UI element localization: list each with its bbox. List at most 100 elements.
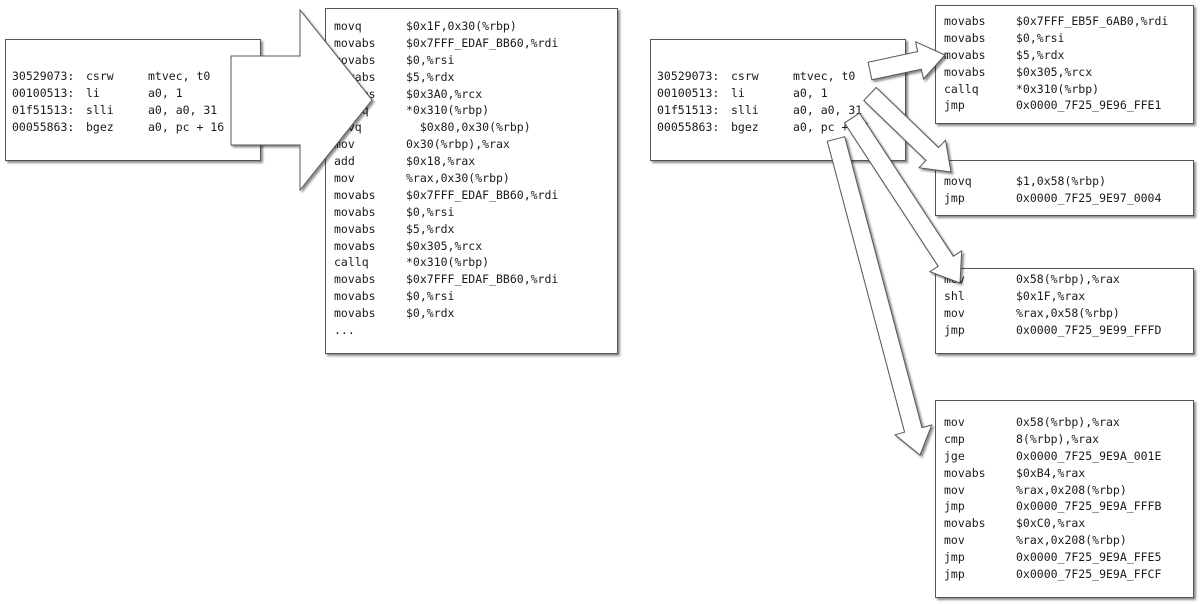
separator: : [712,120,720,134]
code-line: mov%rax,0x208(%rbp) [944,482,1185,499]
code-line: shl$0x1F,%rax [944,288,1185,305]
separator: : [712,103,720,117]
operands: mtvec, t0 [148,69,211,83]
mnemonic: jmp [944,322,965,337]
code-line: mov%rax,0x208(%rbp) [944,532,1185,549]
mnemonic: csrw [731,69,759,83]
mnemonic: mov [944,415,965,429]
operands: 0x0000_7F25_9E99_FFFD [1016,322,1162,337]
operands: %rax,0x30(%rbp) [406,171,510,186]
mnemonic: callq [334,255,369,270]
operands: 0x58(%rbp),%rax [1016,415,1120,429]
operands: $0,%rsi [406,289,455,304]
operands: a0, a0, 31 [793,103,863,117]
operands: %rax,0x208(%rbp) [1016,533,1127,548]
operands: %rax,0x208(%rbp) [1016,482,1127,497]
code-line: movabs$5,%rdx [944,47,1185,64]
operands: a0, pc + 16 [148,120,225,134]
mnemonic: movabs [334,272,376,287]
operands: $0,%rsi [406,52,455,67]
code-line: movq $0x80,0x30(%rbp) [334,119,609,136]
operands: $5,%rdx [406,69,455,84]
code-line: movabs$0x7FFF_EDAF_BB60,%rdi [334,35,609,52]
code-line: movq $1,0x58(%rbp) [944,173,1185,190]
machine-code: 01f51513 [657,103,713,117]
code-line: mov%rax,0x58(%rbp) [944,305,1185,322]
code-line: jmp 0x0000_7F25_9E99_FFFD [944,322,1185,339]
listing-continues-ellipsis: ... [334,323,355,338]
code-line: movabs$0xC0,%rax [944,515,1185,532]
operands: 0x58(%rbp),%rax [1016,272,1120,286]
mnemonic: movabs [944,64,986,79]
separator: : [712,86,720,100]
mnemonic: jmp [944,499,965,514]
mnemonic: li [86,86,100,100]
operands: 0x30(%rbp),%rax [406,137,510,152]
code-line: jmp 0x0000_7F25_9E9A_FFFB [944,498,1185,515]
machine-code: 00055863 [12,120,68,134]
operands: 0x0000_7F25_9E9A_001E [1016,448,1162,463]
mnemonic: movabs [334,204,376,219]
operands: $0,%rsi [406,204,455,219]
operands: 0x0000_7F25_9E9A_FFFB [1016,499,1162,514]
code-line: movabs$0,%rsi [944,30,1185,47]
mnemonic: movabs [944,14,986,28]
mnemonic: jmp [944,567,965,582]
operands: a0, 1 [148,86,183,100]
mnemonic: mov [334,137,355,152]
machine-code: 00100513 [12,86,68,100]
machine-code: 30529073 [657,69,713,83]
code-line: movabs$0,%rsi [334,52,609,69]
operands: %rax,0x58(%rbp) [1016,305,1120,320]
code-line: movabs$0x305,%rcx [944,64,1185,81]
operands: $0x1F,0x30(%rbp) [406,19,517,33]
mnemonic: callq [944,81,979,96]
mnemonic: movabs [334,69,376,84]
mnemonic: bgez [86,120,114,134]
operands: $0x18,%rax [406,154,476,169]
operands: $5,%rdx [406,221,455,236]
code-line: movabs$0x305,%rcx [334,238,609,255]
operands: 0x0000_7F25_9E9A_FFE5 [1016,550,1162,565]
mnemonic: movabs [334,35,376,50]
operands: $1,0x58(%rbp) [1016,174,1107,188]
operands: a0, a0, 31 [148,103,218,117]
mnemonic: movabs [334,86,376,101]
operands: $0x3A0,%rcx [406,86,483,101]
operands: 0x0000_7F25_9E9A_FFCF [1016,567,1162,582]
code-line: movq$0x1F,0x30(%rbp) [334,18,609,35]
mnemonic: movabs [334,238,376,253]
mnemonic: movabs [944,47,986,62]
code-line: movabs$0x7FFF_EB5F_6AB0,%rdi [944,13,1185,30]
operands: $0x7FFF_EDAF_BB60,%rdi [406,272,559,287]
operands: $0x7FFF_EDAF_BB60,%rdi [406,187,559,202]
code-line: movabs $0,%rsi [334,288,609,305]
code-line: movabs$0,%rdx [334,305,609,322]
mnemonic: movq [944,174,972,188]
mnemonic: mov [334,171,355,186]
mnemonic: movabs [334,289,376,304]
mnemonic: movabs [944,516,986,531]
x86-translation-box: movq$0x1F,0x30(%rbp)movabs$0x7FFF_EDAF_B… [325,8,618,354]
separator: : [67,103,75,117]
code-line: movabs $0,%rsi [334,204,609,221]
operands: a0, 1 [793,86,828,100]
code-line: callq*0x310(%rbp) [334,254,609,271]
operands: a0, pc + 16 [793,120,870,134]
